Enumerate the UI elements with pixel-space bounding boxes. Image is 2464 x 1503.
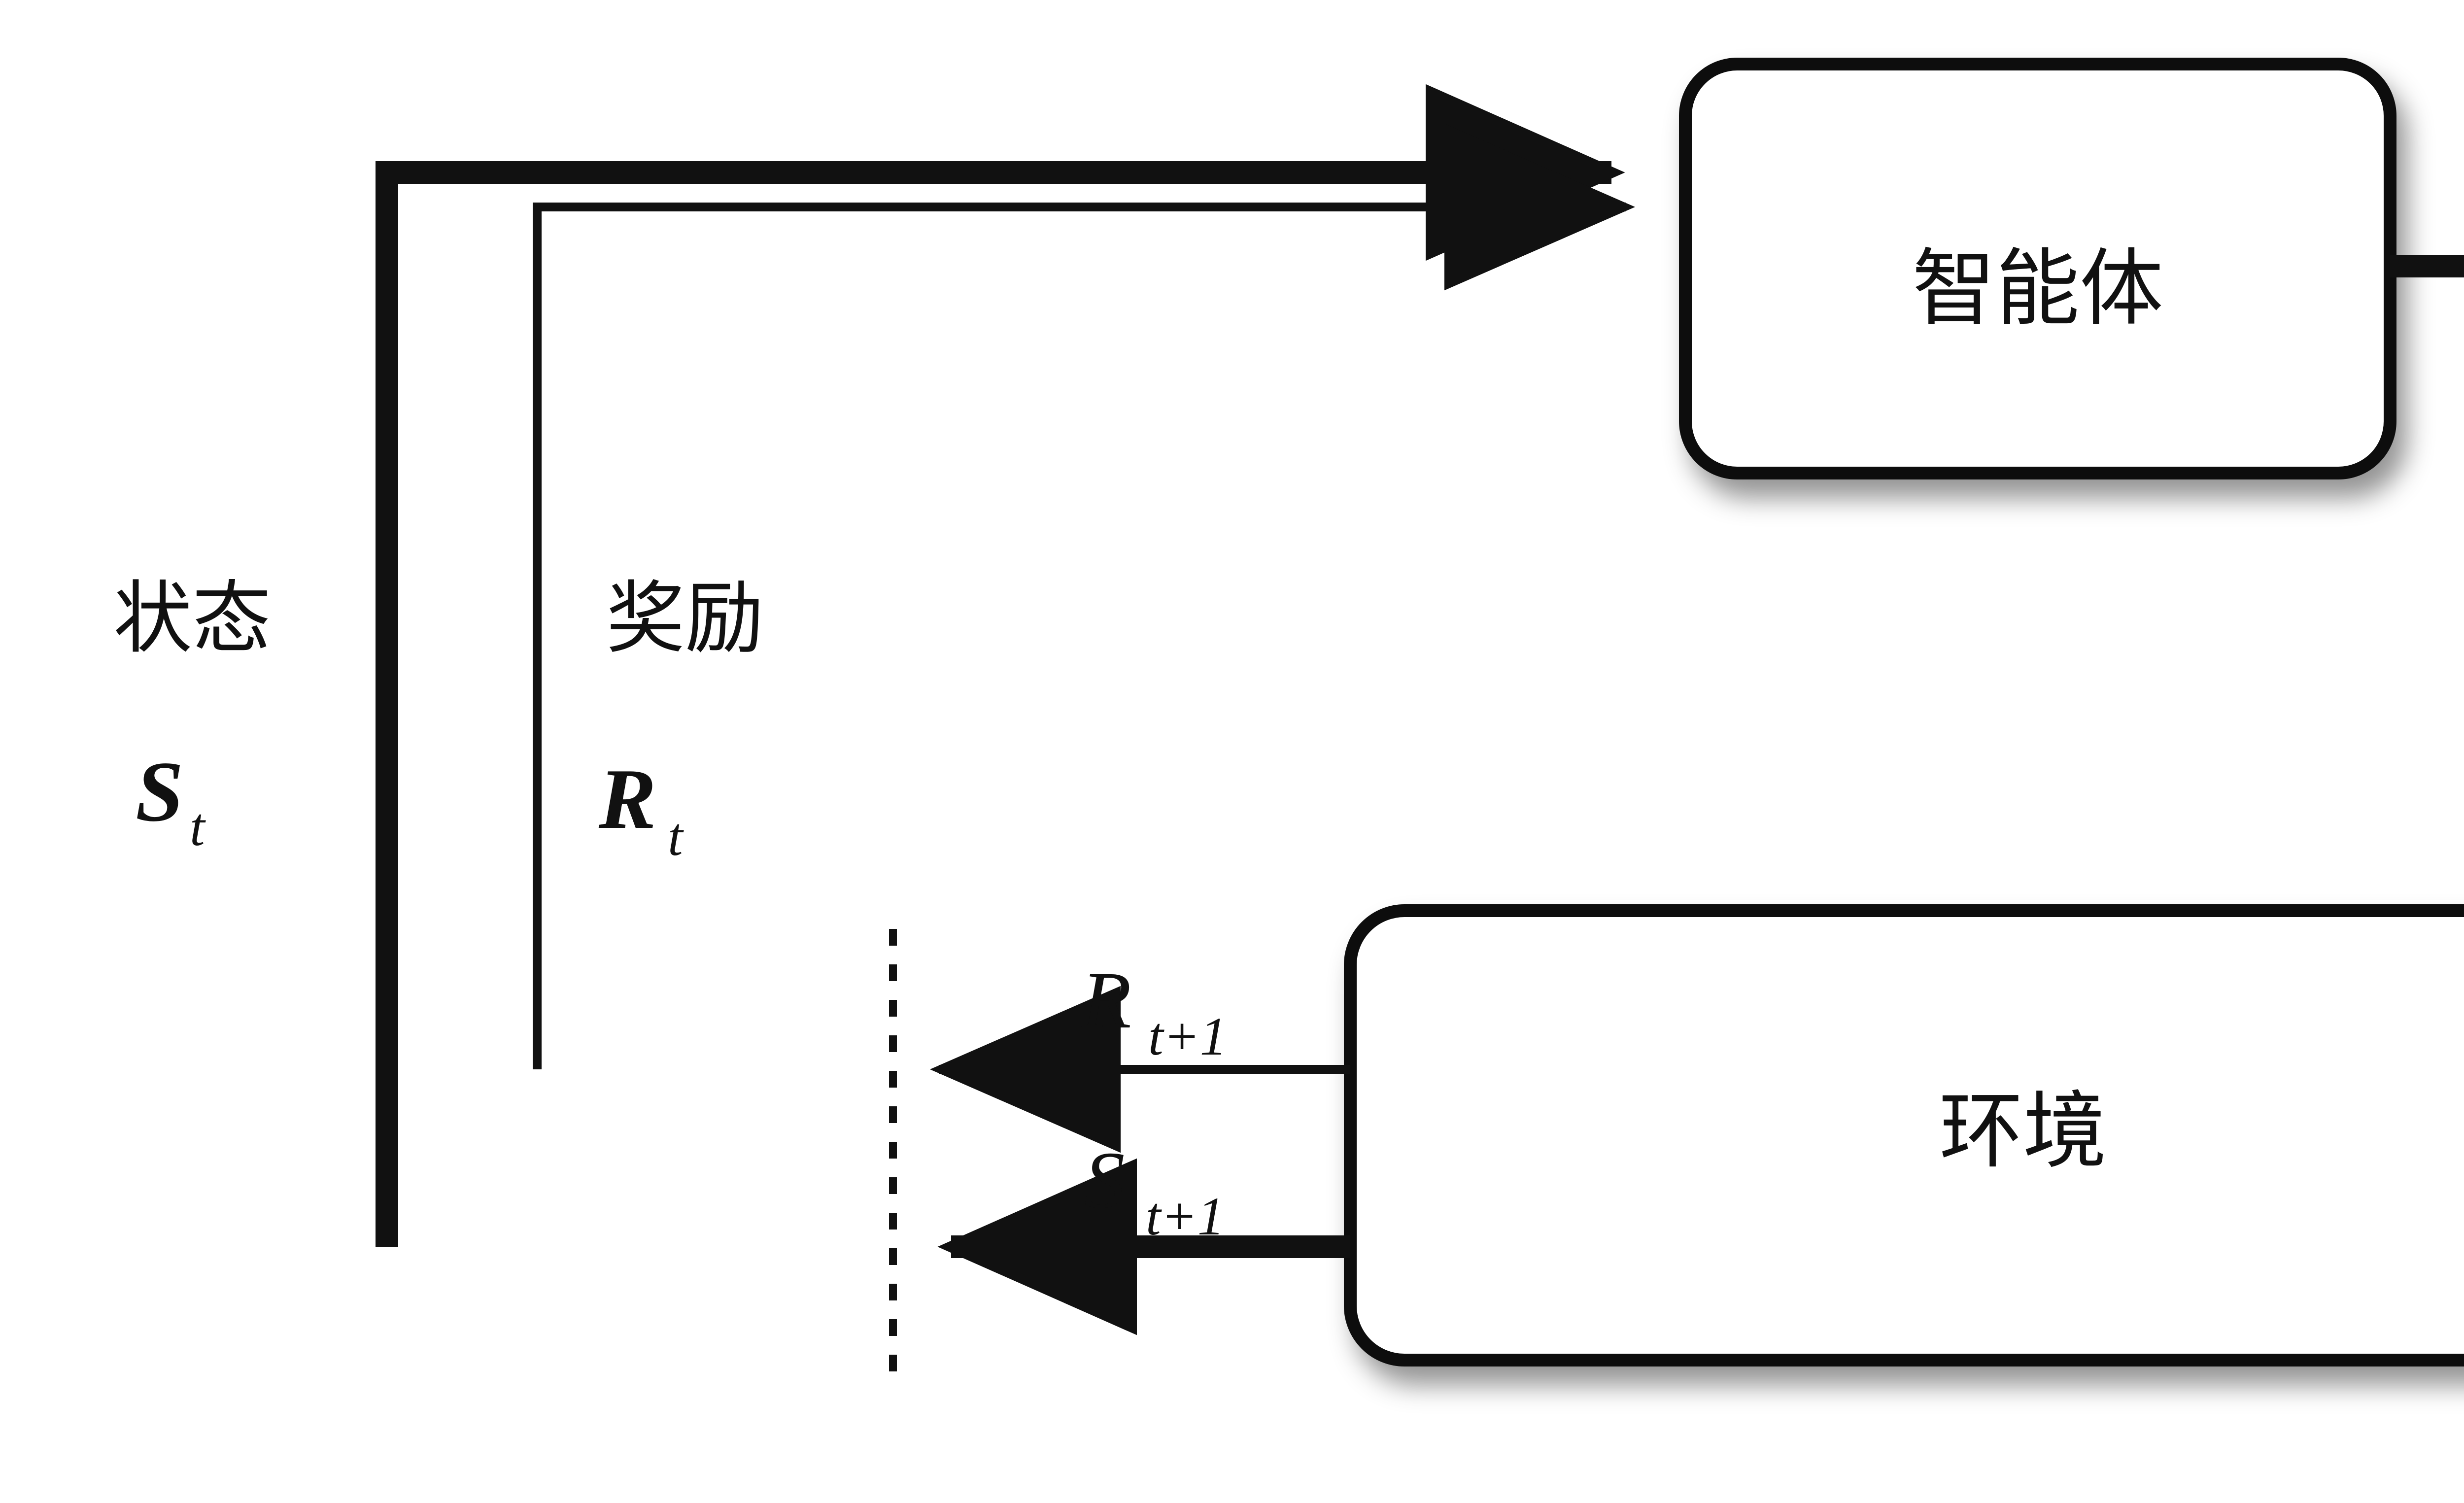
state-label-cn: 状态 bbox=[113, 575, 271, 663]
next-state-label-group: S t+1 bbox=[1084, 1135, 1225, 1246]
next-reward-label-group: R t+1 bbox=[1081, 955, 1227, 1066]
environment-box[interactable] bbox=[1344, 904, 2464, 1366]
reward-path-to-agent bbox=[533, 123, 1635, 1069]
reward-symbol-subscript: t bbox=[668, 807, 684, 867]
reward-label-group: 奖励 R t bbox=[598, 575, 764, 867]
reward-symbol: R bbox=[598, 751, 656, 847]
next-reward-symbol-subscript: t+1 bbox=[1148, 1006, 1227, 1066]
environment-node[interactable]: 环境 bbox=[1344, 904, 2464, 1366]
agent-label: 智能体 bbox=[1912, 243, 2163, 336]
agent-node[interactable]: 智能体 bbox=[1679, 58, 2396, 479]
state-symbol-subscript: t bbox=[190, 797, 206, 857]
state-path-to-agent bbox=[376, 84, 1625, 1247]
state-symbol: S bbox=[136, 744, 183, 839]
state-label-group: 状态 S t bbox=[113, 575, 271, 857]
environment-label: 环境 bbox=[1939, 1086, 2107, 1178]
next-state-symbol: S bbox=[1084, 1135, 1125, 1225]
next-reward-symbol: R bbox=[1081, 955, 1131, 1045]
reward-label-cn: 奖励 bbox=[606, 575, 764, 663]
next-state-symbol-subscript: t+1 bbox=[1146, 1186, 1225, 1246]
